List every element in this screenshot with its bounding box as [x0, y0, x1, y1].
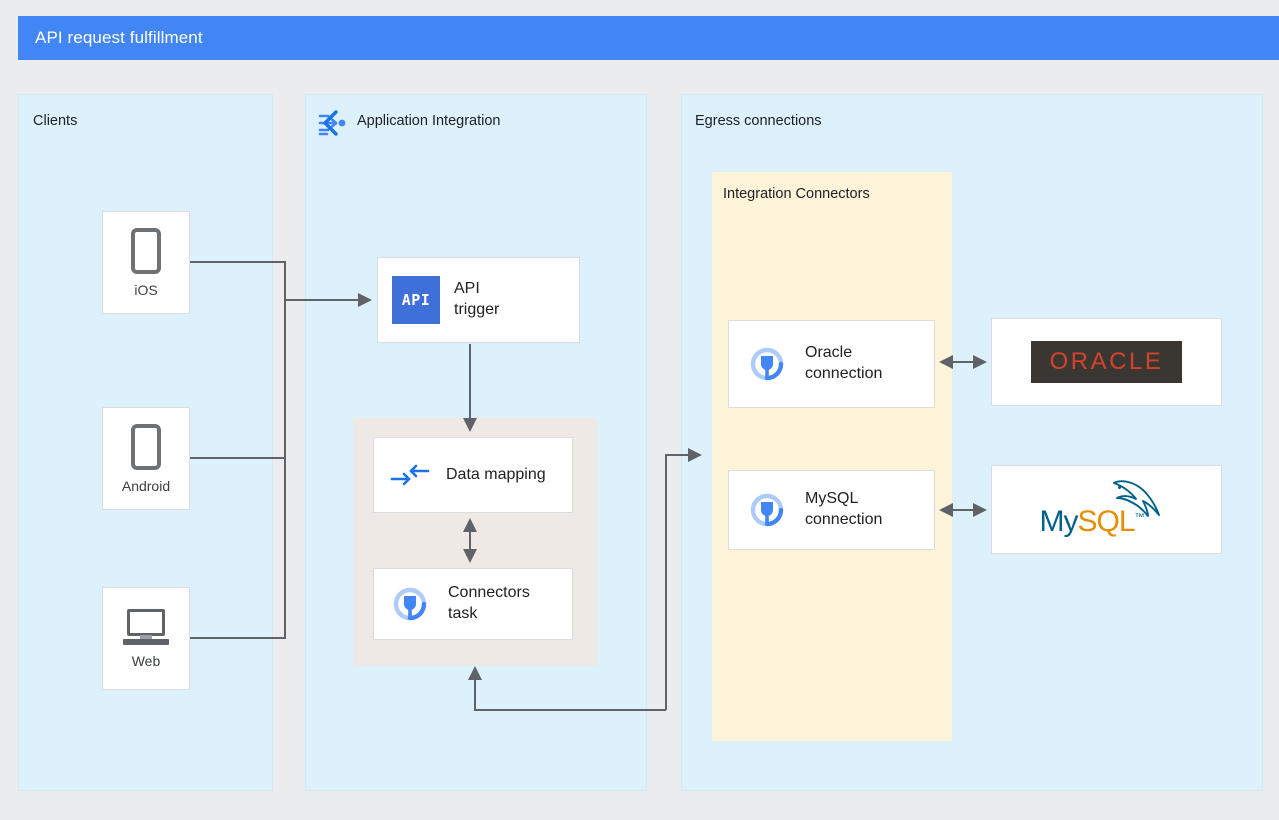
api-badge-icon: API [392, 276, 440, 324]
laptop-icon [123, 608, 169, 645]
plug-icon [388, 582, 432, 626]
mysql-word-sql: SQL [1077, 504, 1136, 538]
client-label: Web [131, 652, 161, 669]
mysql-word-my: My [1039, 504, 1079, 538]
client-card-android[interactable]: Android [102, 407, 190, 510]
client-label: Android [121, 477, 171, 494]
client-card-ios[interactable]: iOS [102, 211, 190, 314]
client-card-web[interactable]: Web [102, 587, 190, 690]
dolphin-icon [1112, 479, 1160, 517]
group-integration-connectors [712, 172, 952, 741]
panel-application-integration-title: Application Integration [357, 113, 501, 129]
node-label: Data mapping [446, 465, 546, 483]
connection-label: MySQL connection [805, 490, 883, 528]
mysql-logo: MySQL™ [1032, 479, 1182, 541]
group-integration-connectors-title: Integration Connectors [723, 186, 870, 202]
oracle-logo: ORACLE [1030, 341, 1183, 383]
plug-icon [745, 342, 789, 386]
node-api-trigger[interactable]: API API trigger [377, 257, 580, 343]
node-label: API trigger [454, 280, 500, 318]
phone-icon [131, 423, 161, 470]
client-label: iOS [134, 281, 158, 298]
page-title: API request fulfillment [35, 28, 203, 47]
external-system-mysql: MySQL™ [991, 465, 1222, 554]
mysql-trademark: ™ [1134, 511, 1145, 523]
connection-label: Oracle connection [805, 344, 883, 382]
node-label: Connectors task [448, 584, 530, 622]
data-mapping-arrows-icon [388, 459, 432, 491]
node-data-mapping[interactable]: Data mapping [373, 437, 573, 513]
mysql-wordmark: MySQL™ [1039, 504, 1145, 539]
phone-icon [131, 227, 161, 274]
title-banner: API request fulfillment [18, 16, 1279, 60]
node-connectors-task[interactable]: Connectors task [373, 568, 573, 640]
connection-card-mysql[interactable]: MySQL connection [728, 470, 935, 550]
panel-egress-title: Egress connections [695, 113, 822, 129]
panel-clients-title: Clients [33, 113, 78, 129]
application-integration-icon [316, 106, 350, 140]
external-system-oracle: ORACLE [991, 318, 1222, 406]
oracle-wordmark: ORACLE [1049, 348, 1164, 375]
connection-card-oracle[interactable]: Oracle connection [728, 320, 935, 408]
plug-icon [745, 488, 789, 532]
